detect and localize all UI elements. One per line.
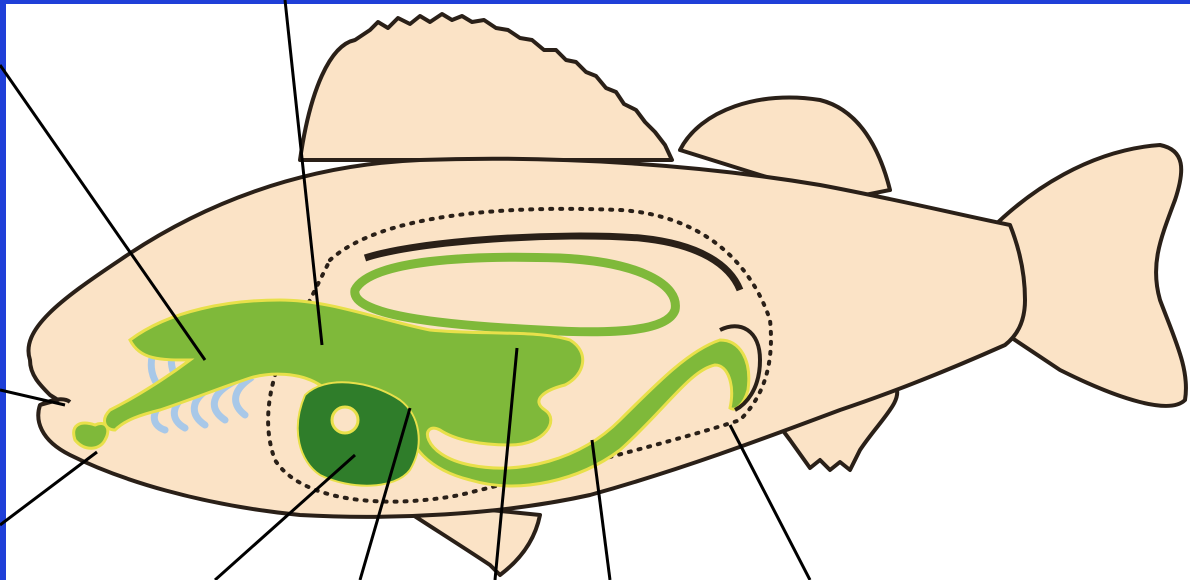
leader-line-teeth bbox=[0, 452, 97, 525]
dorsal-fin bbox=[300, 14, 672, 160]
swim-bladder bbox=[355, 257, 676, 332]
gall-bladder bbox=[332, 407, 358, 433]
